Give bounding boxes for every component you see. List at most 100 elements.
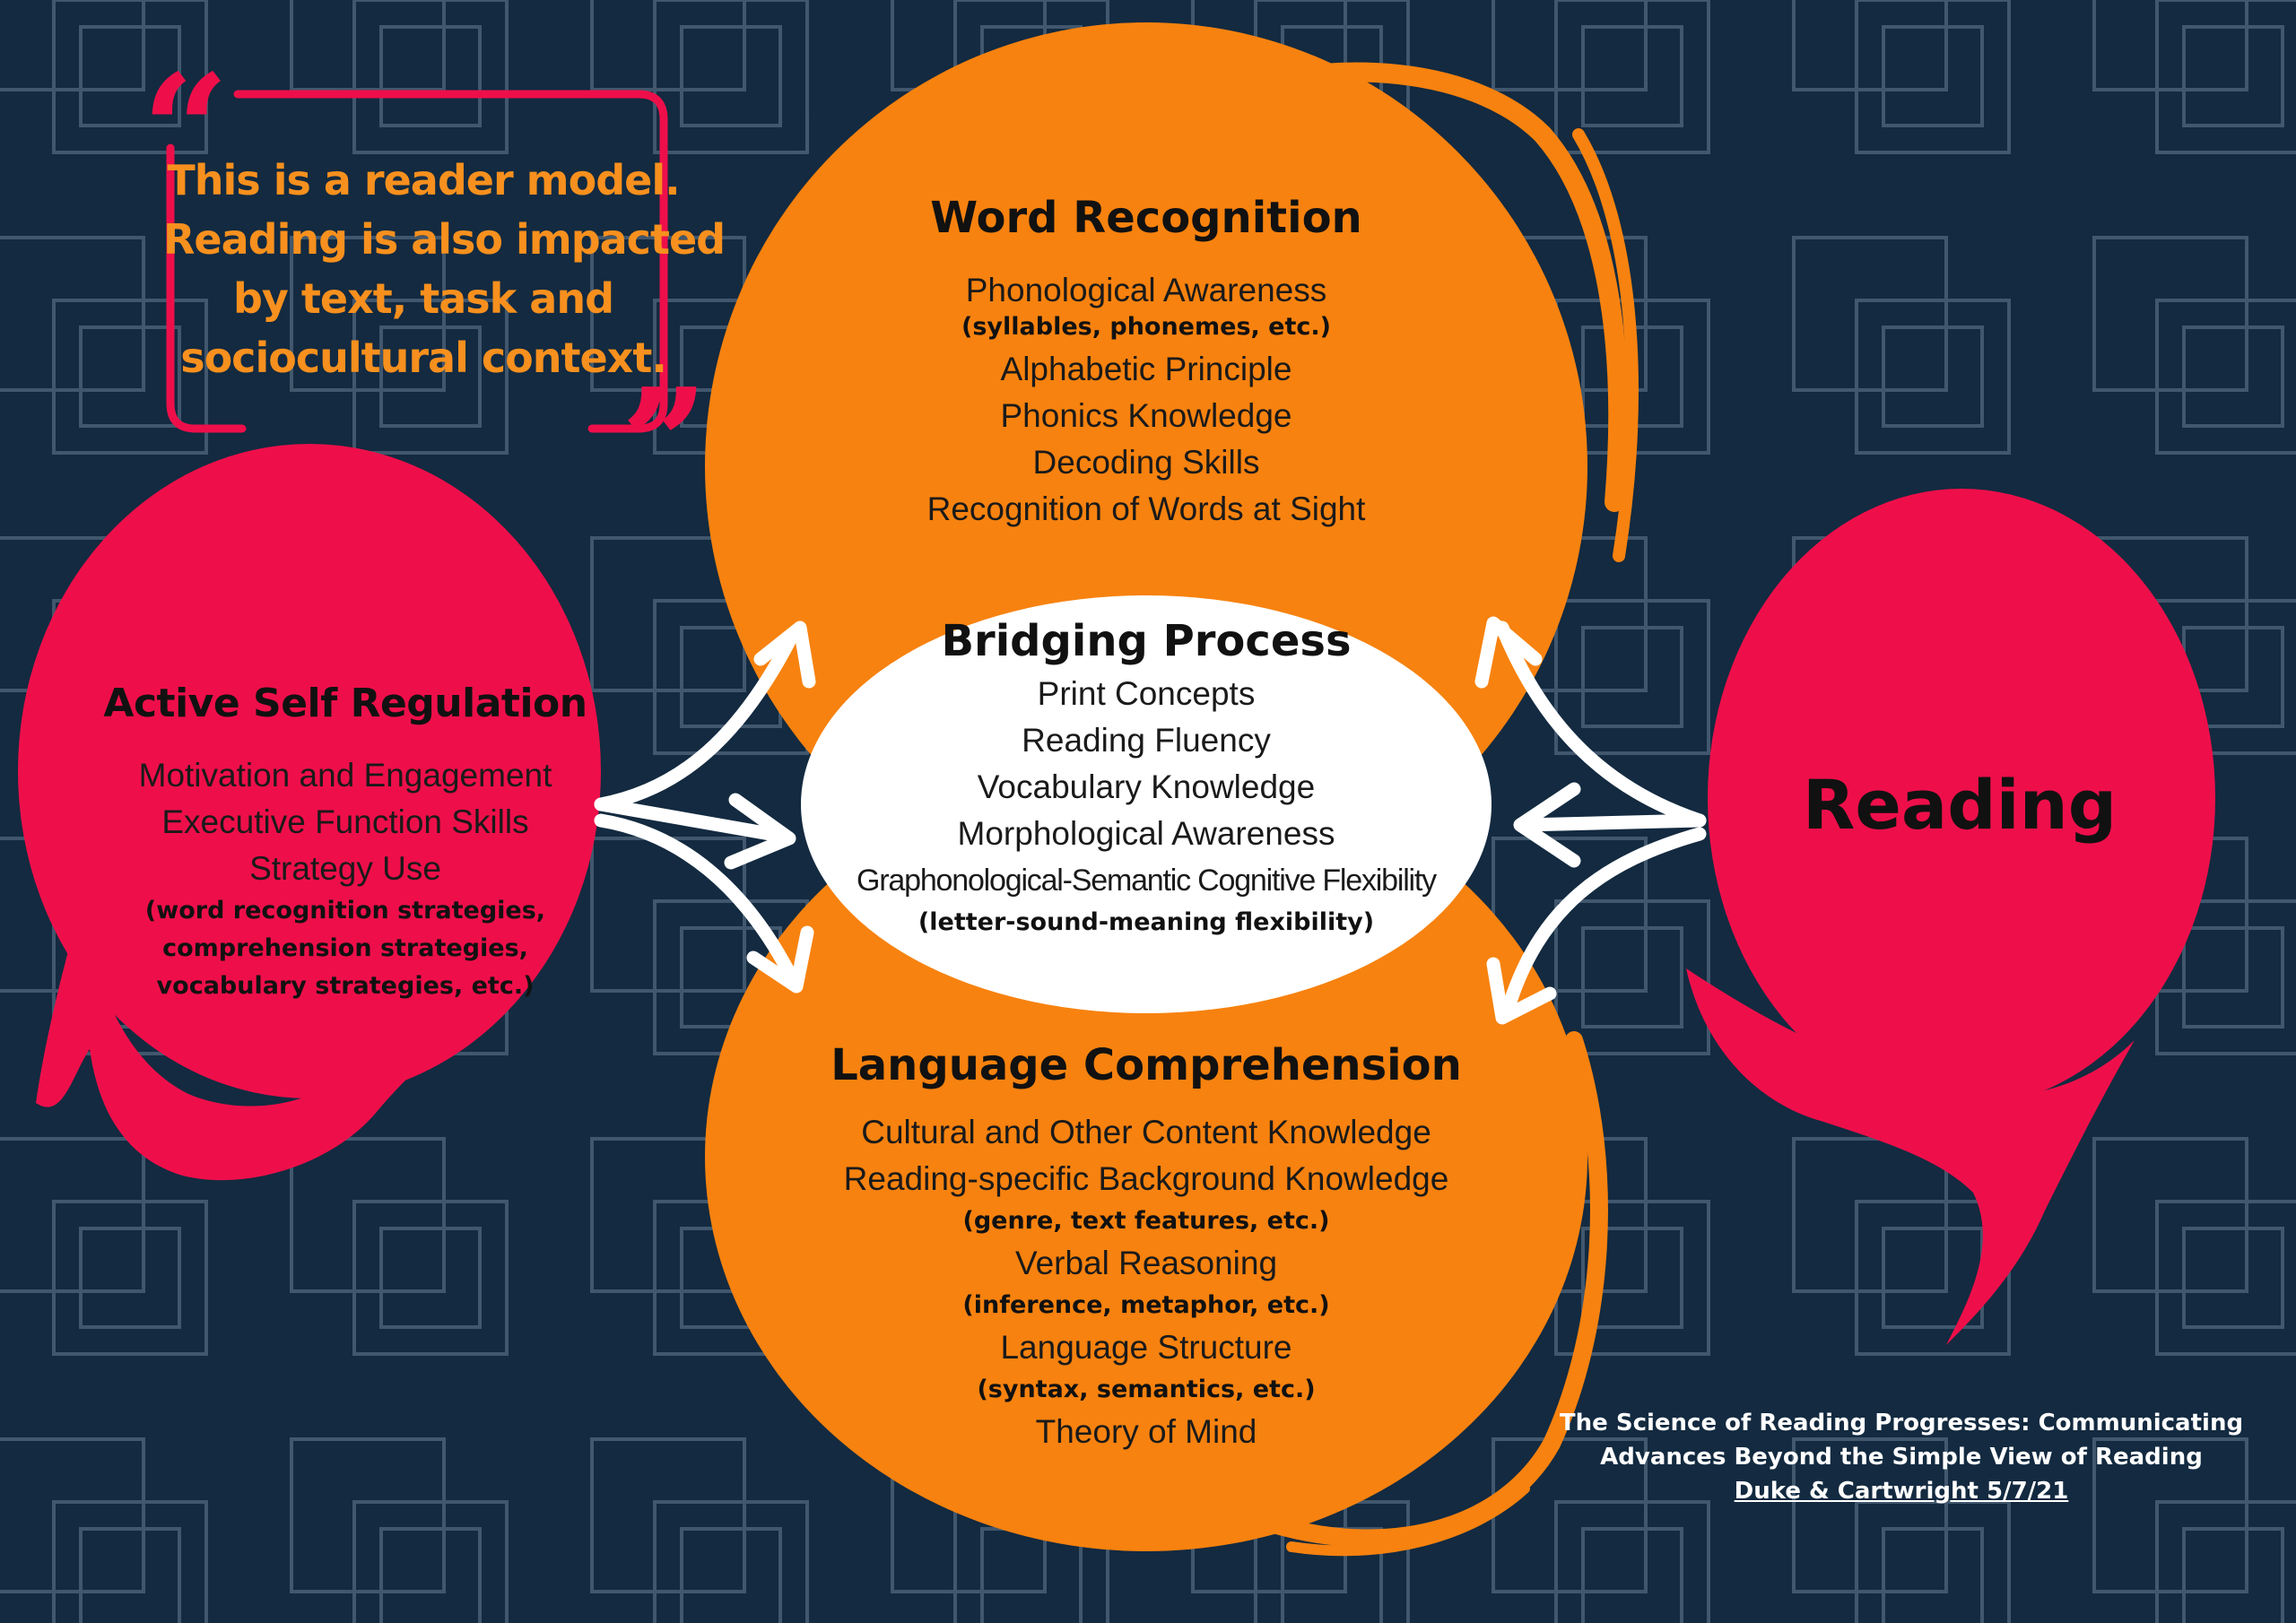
orange-brush-stroke-tail — [1286, 1483, 1530, 1557]
lattice-square — [1855, 0, 2011, 154]
language-comprehension-item: Theory of Mind — [1035, 1413, 1257, 1450]
lattice-square — [1855, 299, 2011, 455]
lattice-square — [52, 1200, 208, 1356]
lattice-square — [352, 0, 509, 154]
lattice-square-inner — [2182, 325, 2284, 428]
lattice-square — [0, 1137, 145, 1293]
reading-title: Reading — [1802, 765, 2118, 845]
lattice-square — [1554, 599, 1710, 755]
lattice-square — [2155, 0, 2296, 154]
arrow-reading-to-language-comprehension-head — [1486, 957, 1557, 1025]
quote-text: This is a reader model. Reading is also … — [163, 151, 726, 387]
bridging-process-note: (letter-sound-meaning flexibility) — [918, 908, 1375, 936]
word-recognition-item: Recognition of Words at Sight — [926, 490, 1366, 527]
lattice-square — [1792, 0, 1948, 91]
lattice-square — [590, 0, 746, 91]
arrow-reading-to-language-comprehension — [1500, 827, 1707, 1020]
lattice-square — [1792, 1437, 1948, 1593]
lattice-square — [1855, 1200, 2011, 1356]
bridging-process-oval — [801, 595, 1492, 1013]
citation-author-date: Duke & Cartwright 5/7/21 — [1734, 1478, 2069, 1505]
lattice-square — [653, 1500, 809, 1623]
lattice-square-inner — [79, 1527, 181, 1623]
lattice-square — [1554, 1500, 1710, 1623]
language-comprehension-item: Reading-specific Background Knowledge — [843, 1160, 1449, 1197]
lattice-square-inner — [379, 1527, 482, 1623]
arrow-left-to-language-comprehension-head — [746, 925, 814, 994]
bridging-process-item: Reading Fluency — [1022, 722, 1271, 759]
lattice-square-inner — [79, 25, 181, 127]
lattice-square — [1554, 899, 1710, 1055]
lattice-square — [1792, 236, 1948, 392]
quote-line-4: sociocultural context. — [180, 334, 667, 382]
lattice-square-inner — [1581, 926, 1683, 1028]
active-self-regulation-item: Executive Function Skills — [161, 803, 529, 840]
lattice-square-inner — [2182, 1527, 2284, 1623]
lattice-square — [1855, 1500, 2011, 1623]
lattice-square — [290, 1137, 446, 1293]
language-comprehension-item: Cultural and Other Content Knowledge — [861, 1114, 1431, 1150]
close-quote-mark: ” — [621, 355, 709, 534]
lattice-square — [590, 1437, 746, 1593]
lattice-square — [2155, 1500, 2296, 1623]
arrow-reading-to-word-recognition — [1495, 621, 1707, 828]
lattice-square-inner — [79, 325, 181, 428]
lattice-square-inner — [79, 1227, 181, 1329]
word-recognition-text: Word Recognition Phonological Awareness … — [787, 188, 1505, 533]
lattice-square-inner — [1882, 25, 1984, 127]
language-comprehension-note: (inference, metaphor, etc.) — [962, 1291, 1330, 1319]
lattice-square-inner — [1581, 1527, 1683, 1623]
lattice-square — [290, 236, 446, 392]
pink-splatter-right — [1686, 968, 2135, 1345]
lattice-square — [1554, 0, 1710, 154]
lattice-square — [52, 1500, 208, 1623]
language-comprehension-text: Language Comprehension Cultural and Othe… — [787, 1036, 1505, 1455]
bridging-process-item: Print Concepts — [1037, 675, 1256, 712]
arrow-left-to-bridging-head — [724, 793, 796, 870]
word-recognition-item: Decoding Skills — [1032, 444, 1260, 481]
active-self-regulation-text: Active Self Regulation Motivation and En… — [72, 677, 619, 1005]
word-recognition-item: Phonological Awareness — [965, 272, 1327, 308]
bridging-process-item: Morphological Awareness — [957, 815, 1335, 852]
arrow-left-to-word-recognition — [594, 634, 796, 812]
lattice-square — [2092, 1137, 2248, 1293]
orange-brush-stroke-lower — [1265, 1031, 1608, 1548]
language-comprehension-title: Language Comprehension — [831, 1040, 1462, 1090]
arrow-reading-to-bridging-head — [1513, 782, 1581, 868]
language-comprehension-note: (syntax, semantics, etc.) — [977, 1376, 1316, 1403]
lattice-square — [52, 0, 208, 154]
lattice-square — [653, 0, 809, 154]
lattice-square — [0, 236, 145, 392]
citation: The Science of Reading Progresses: Commu… — [1525, 1406, 2278, 1508]
lattice-square-inner — [2182, 1227, 2284, 1329]
lattice-square — [52, 299, 208, 455]
active-self-regulation-item: Strategy Use — [249, 850, 441, 887]
arrow-left-to-bridging — [594, 797, 787, 843]
lattice-square-inner — [1581, 25, 1683, 127]
lattice-square — [352, 1500, 509, 1623]
quote-line-3: by text, task and — [233, 274, 614, 323]
quote-line-2: Reading is also impacted — [163, 215, 726, 264]
bridging-process-text: Bridging Process Print Concepts Reading … — [787, 612, 1505, 942]
lattice-square — [2092, 1437, 2248, 1593]
arrow-left-to-language-comprehension — [594, 813, 796, 980]
open-quote-mark: “ — [142, 41, 230, 221]
lattice-square-inner — [1882, 1527, 1984, 1623]
lattice-square — [2155, 1200, 2296, 1356]
lattice-square — [1492, 0, 1648, 91]
bridging-process-item: Graphonological-Semantic Cognitive Flexi… — [857, 864, 1437, 898]
language-comprehension-note: (genre, text features, etc.) — [962, 1207, 1330, 1235]
word-recognition-item: Phonics Knowledge — [1000, 397, 1292, 434]
lattice-square-inner — [1882, 325, 1984, 428]
arrow-reading-to-bridging — [1518, 813, 1707, 832]
lattice-square — [352, 299, 509, 455]
reading-oval — [1708, 489, 2215, 1107]
active-self-regulation-note: vocabulary strategies, etc.) — [156, 972, 535, 1000]
active-self-regulation-title: Active Self Regulation — [103, 681, 587, 726]
lattice-square — [2092, 0, 2248, 91]
lattice-square-inner — [1581, 1227, 1683, 1329]
lattice-square-inner — [379, 325, 482, 428]
lattice-square — [0, 1437, 145, 1593]
